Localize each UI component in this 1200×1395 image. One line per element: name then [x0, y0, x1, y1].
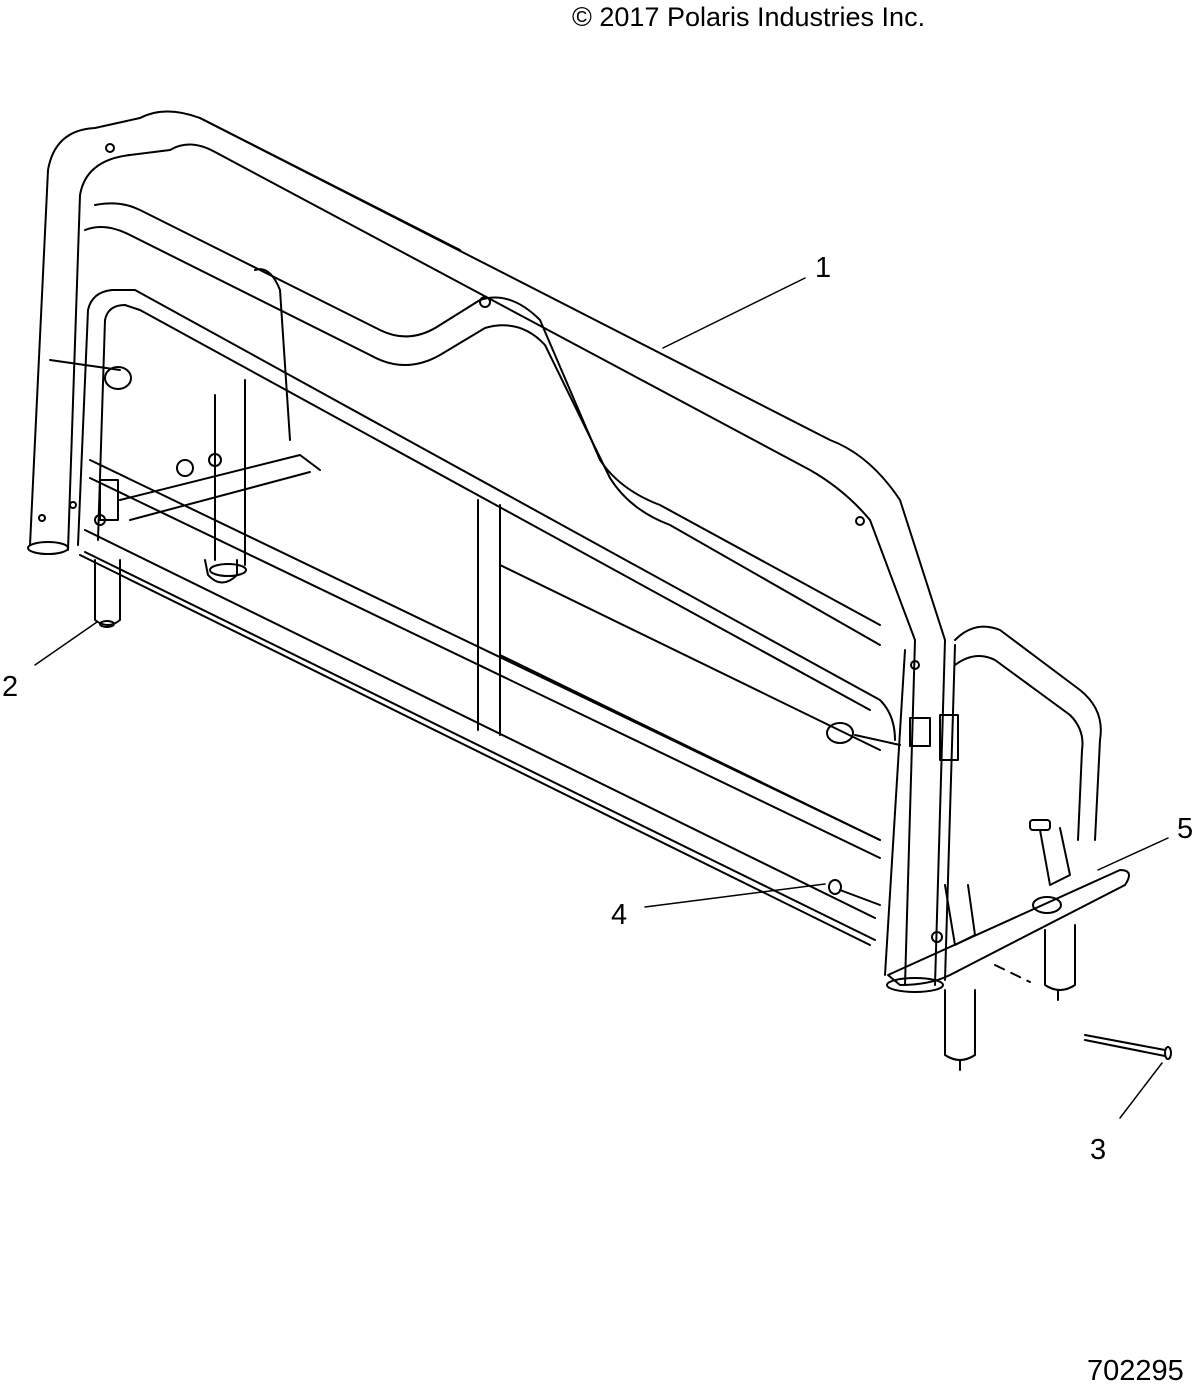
callout-2: 2: [2, 671, 19, 703]
part-4-washer: [828, 879, 881, 906]
leader-2: [34, 621, 98, 666]
callout-4: 4: [611, 899, 628, 931]
part-1-rack-frame: [27, 110, 1102, 993]
leader-3: [1119, 1062, 1163, 1119]
part-2-mount-leg: [94, 559, 1076, 1071]
drawing-number: 702295: [1087, 1355, 1184, 1387]
callout-3: 3: [1090, 1134, 1107, 1166]
callout-1: 1: [815, 252, 832, 284]
part-5-mount-plate: [887, 819, 1130, 986]
leader-1: [662, 277, 806, 349]
callout-5: 5: [1177, 813, 1194, 845]
leader-5: [1097, 837, 1169, 871]
part-3-pin: [994, 964, 1172, 1060]
leader-lines: [34, 277, 1169, 1119]
fastener-details: [49, 359, 959, 943]
copyright-notice: © 2017 Polaris Industries Inc.: [572, 2, 926, 32]
leader-4: [644, 883, 826, 908]
